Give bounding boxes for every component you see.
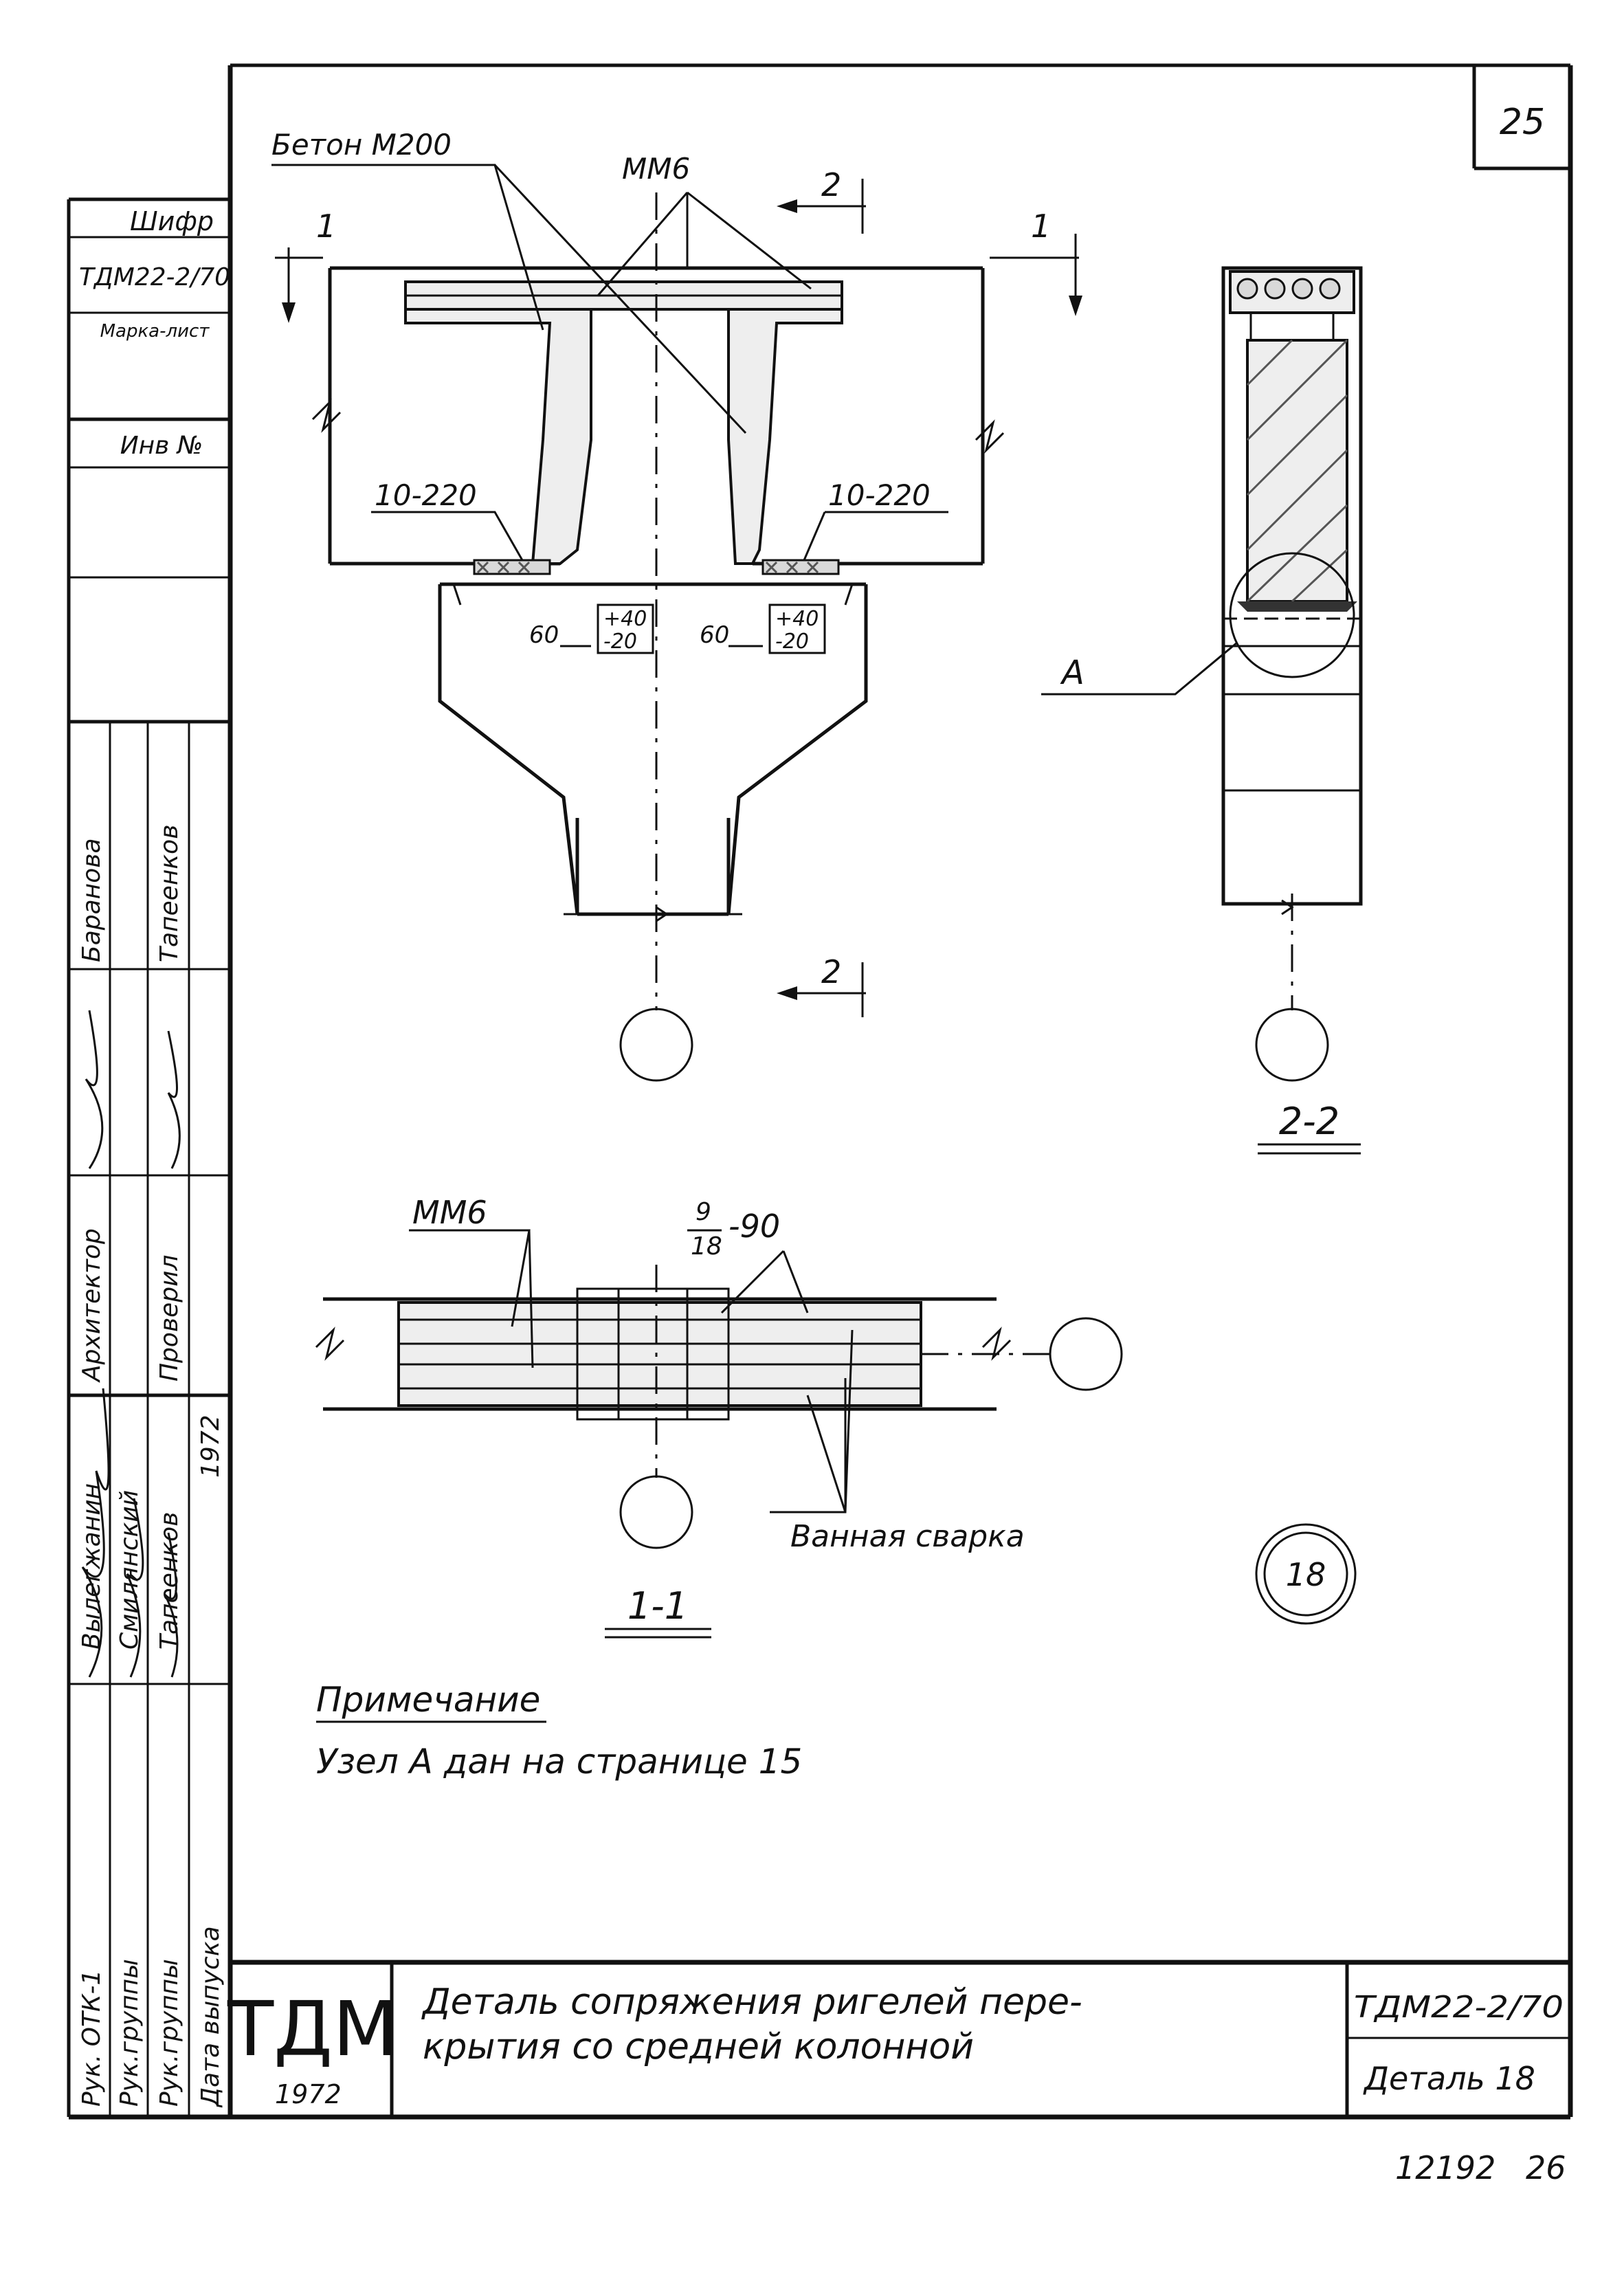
label-bar-diameter: 18 bbox=[691, 1232, 722, 1261]
footer-number-left: 12192 bbox=[1395, 2149, 1495, 2186]
stamp-role-date: Дата выпуска bbox=[197, 1926, 225, 2108]
stamp-role-group1: Рук.группы bbox=[115, 1959, 144, 2107]
side-stamp bbox=[67, 197, 230, 2117]
tolerance-right-top: +40 bbox=[775, 607, 819, 631]
gap-dimension-left: 60 bbox=[529, 621, 559, 649]
page-number: 25 bbox=[1500, 102, 1545, 143]
inventory-label: Инв № bbox=[120, 432, 203, 460]
footer-number-right: 26 bbox=[1526, 2149, 1566, 2186]
drawing-title-line-1: Деталь сопряжения ригелей пере- bbox=[421, 1982, 1082, 2023]
section-1-1-view bbox=[315, 1229, 1123, 1639]
signatures bbox=[81, 1010, 181, 1678]
note-text: Узел А дан на странице 15 bbox=[316, 1742, 802, 1782]
section-1-1-title: 1-1 bbox=[627, 1584, 688, 1628]
note-title: Примечание bbox=[316, 1680, 540, 1720]
label-concrete-m200: Бетон М200 bbox=[271, 128, 452, 162]
label-mesh-mm6-plan: ММ6 bbox=[412, 1194, 487, 1231]
sheet-frame bbox=[69, 63, 1573, 2120]
label-bath-welding: Ванная сварка bbox=[790, 1519, 1025, 1554]
stamp-role-checked: Проверил bbox=[155, 1254, 183, 1382]
stamp-role-otk: Рук. ОТК-1 bbox=[78, 1970, 106, 2107]
stamp-year: 1972 bbox=[197, 1415, 225, 1478]
detail-number: 18 bbox=[1286, 1556, 1326, 1593]
stamp-name-checked: Тапеенков bbox=[155, 825, 183, 962]
gap-dimension-right: 60 bbox=[700, 621, 729, 649]
drawing-title-line-2: крытия со средней колонной bbox=[423, 2026, 974, 2067]
title-block bbox=[230, 1960, 1570, 2117]
section-2-2-title: 2-2 bbox=[1279, 1100, 1339, 1143]
plate-label-left: 10-220 bbox=[375, 478, 477, 512]
org-logo: ТДМ bbox=[227, 1985, 398, 2073]
stamp-name-3: Тапеенков bbox=[155, 1512, 183, 1650]
label-mesh-mm6-front: ММ6 bbox=[622, 152, 690, 186]
section-1-left: 1 bbox=[316, 208, 336, 245]
tolerance-left-top: +40 bbox=[603, 607, 647, 631]
node-a-callout: А bbox=[1060, 654, 1084, 692]
stamp-name-architect: Баранова bbox=[78, 838, 106, 962]
cipher-value: ТДМ22-2/70 bbox=[79, 263, 230, 291]
stamp-role-architect: Архитектор bbox=[78, 1228, 106, 1383]
drawing-code: ТДМ22-2/70 bbox=[1354, 1990, 1564, 2025]
tolerance-left-bottom: -20 bbox=[603, 630, 637, 654]
title-block-year: 1972 bbox=[275, 2079, 342, 2109]
stamp-role-group2: Рук.группы bbox=[155, 1959, 183, 2107]
mark-sheet-label: Марка-лист bbox=[100, 321, 210, 342]
detail-label: Деталь 18 bbox=[1363, 2060, 1535, 2097]
section-1-right: 1 bbox=[1031, 208, 1051, 245]
section-2-top: 2 bbox=[821, 166, 841, 203]
detail-number-badge bbox=[1255, 1523, 1357, 1625]
label-bar-count: 9 bbox=[696, 1198, 711, 1226]
section-2-bottom: 2 bbox=[821, 953, 841, 990]
cipher-label: Шифр bbox=[130, 206, 214, 236]
plate-label-right: 10-220 bbox=[828, 478, 931, 512]
section-2-2-view bbox=[1041, 266, 1363, 1155]
label-bar-length: -90 bbox=[728, 1208, 780, 1245]
front-view bbox=[271, 164, 1082, 1082]
tolerance-right-bottom: -20 bbox=[775, 630, 809, 654]
